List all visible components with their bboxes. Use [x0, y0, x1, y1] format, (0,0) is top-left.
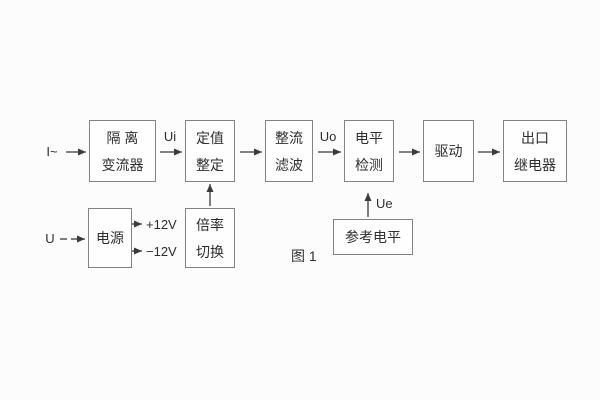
block-relay-line2: 继电器: [514, 156, 556, 173]
block-isolation-transformer: 隔 离 变流器: [89, 120, 156, 182]
block-reference-level: 参考电平: [333, 219, 413, 255]
block-driver-line1: 驱动: [434, 143, 463, 159]
signal-ui-label: Ui: [163, 129, 177, 144]
signal-ue-label: Ue: [376, 196, 393, 211]
rail-neg12v-label: −12V: [146, 244, 177, 259]
block-relay-line1: 出口: [521, 129, 549, 146]
block-rectifier-line2: 滤波: [275, 156, 303, 173]
block-rectifier-filter: 整流 滤波: [265, 120, 313, 182]
block-level-detector: 电平 检测: [344, 120, 394, 182]
block-setting-line1: 定值: [196, 129, 224, 146]
block-level-line1: 电平: [355, 129, 383, 146]
block-isolation-line2: 变流器: [101, 156, 144, 173]
block-ratio-line2: 切换: [196, 243, 224, 260]
figure-caption: 图 1: [291, 248, 317, 264]
input-current-label: I~: [46, 144, 58, 159]
block-reference-line1: 参考电平: [345, 229, 401, 245]
block-setpoint-setting: 定值 整定: [185, 120, 235, 182]
rail-pos12v-label: +12V: [146, 217, 177, 232]
block-output-relay: 出口 继电器: [503, 120, 567, 182]
block-ratio-line1: 倍率: [196, 216, 224, 233]
block-driver: 驱动: [423, 120, 474, 182]
block-power-supply: 电源: [88, 208, 132, 268]
input-voltage-label: U: [45, 231, 55, 246]
block-ratio-switch: 倍率 切换: [185, 208, 235, 268]
block-power-line1: 电源: [96, 230, 124, 246]
signal-uo-label: Uo: [319, 129, 337, 144]
block-setting-line2: 整定: [196, 156, 224, 173]
block-isolation-line1: 隔 离: [106, 129, 139, 146]
block-rectifier-line1: 整流: [275, 129, 303, 146]
block-level-line2: 检测: [355, 156, 383, 173]
